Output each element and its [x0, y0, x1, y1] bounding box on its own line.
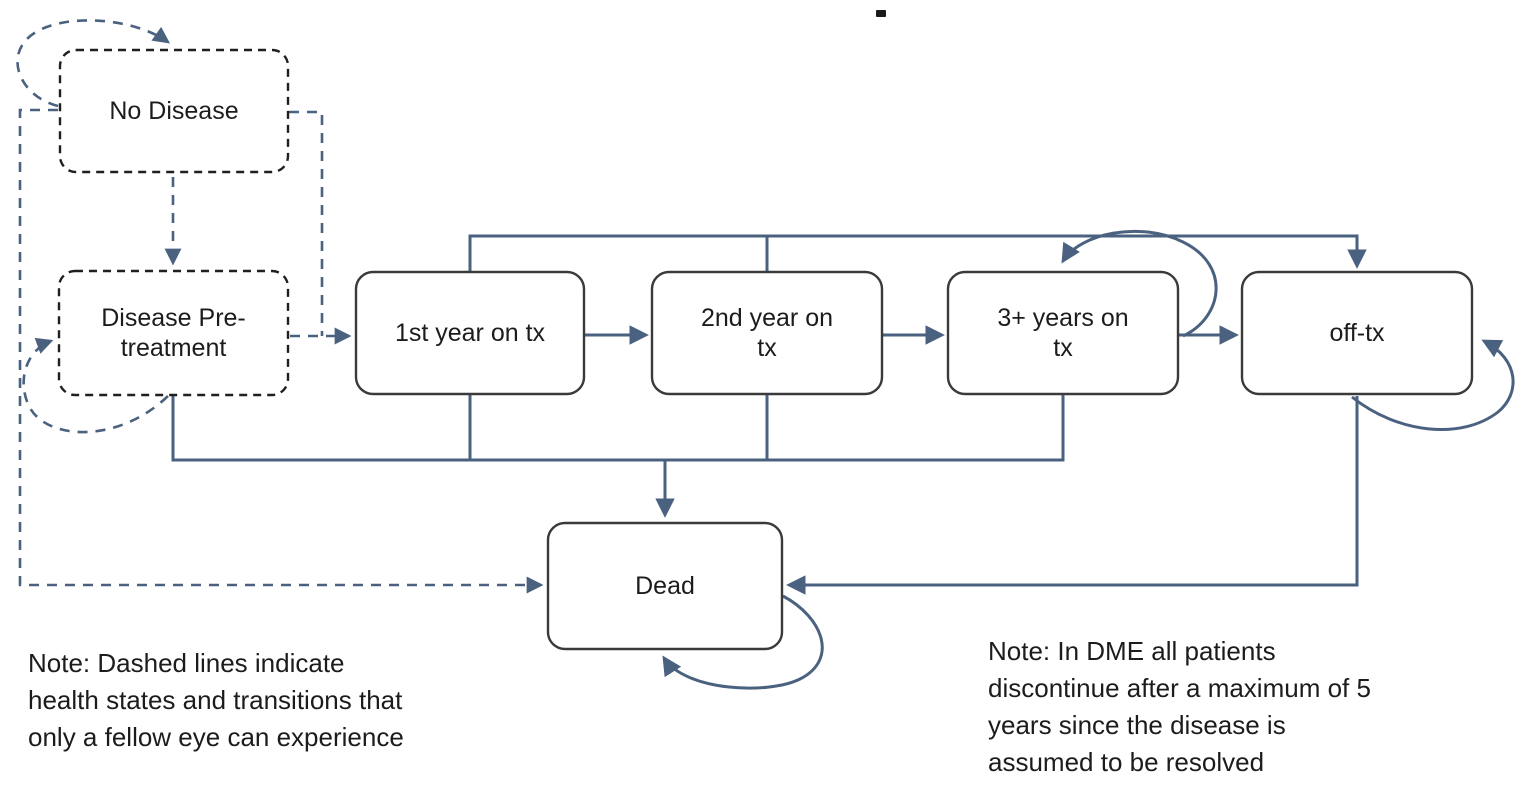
arrow-dead-self-loop [662, 594, 824, 690]
arrow-third-year-self-loop [1061, 229, 1218, 338]
note-dashed-lines: Note: Dashed lines indicate health state… [28, 645, 404, 756]
note-line: years since the disease is [988, 710, 1286, 740]
top-stray-mark [876, 10, 886, 17]
state-box-pre-treatment [57, 269, 290, 397]
note-line: discontinue after a maximum of 5 [988, 673, 1371, 703]
note-line: health states and transitions that [28, 685, 403, 715]
state-box-dead [546, 521, 784, 651]
state-box-second-year [650, 270, 884, 396]
arrow-no-disease-to-dead [18, 108, 544, 594]
note-line: Note: In DME all patients [988, 636, 1276, 666]
note-line: Note: Dashed lines indicate [28, 648, 345, 678]
arrow-no-disease-to-first-year [289, 110, 324, 336]
arrow-off-tx-to-dead [786, 396, 1359, 595]
arrow-off-tx-self-loop [1351, 339, 1515, 431]
note-line: assumed to be resolved [988, 747, 1265, 777]
note-line: only a fellow eye can experience [28, 722, 404, 752]
arrow-pre-treatment-self-loop [22, 337, 169, 434]
note-dme-discontinue: Note: In DME all patients discontinue af… [988, 633, 1371, 781]
connector-bottom-rail [171, 394, 1065, 462]
arrow-rail-first-year-to-off-tx-top [468, 234, 1367, 273]
state-box-first-year [354, 270, 586, 396]
state-box-third-year-plus [946, 270, 1180, 396]
arrow-no-disease-self-loop [16, 19, 171, 108]
state-box-off-tx [1240, 270, 1474, 396]
state-box-no-disease [58, 48, 290, 174]
